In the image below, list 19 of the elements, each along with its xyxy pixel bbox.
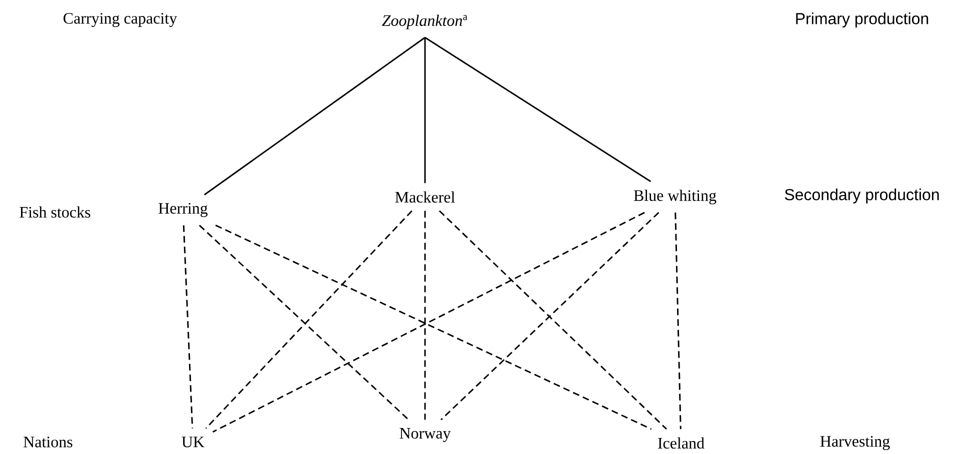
node-label: UK xyxy=(182,436,204,448)
connector-line xyxy=(674,212,682,430)
connector-line xyxy=(204,36,426,196)
node-label: Blue whiting xyxy=(634,190,716,204)
node-label: Zooplankton$^{a}$ xyxy=(382,14,468,30)
level-label: Carrying capacity xyxy=(64,12,178,28)
connector-line xyxy=(182,225,194,428)
node-label: Mackerel xyxy=(395,191,455,203)
level-label: Harvesting xyxy=(820,436,890,450)
node-label: Herring xyxy=(158,202,208,218)
level-label: Secondary production xyxy=(784,188,939,204)
level-label: Primary production xyxy=(796,12,928,28)
node-label: Norway xyxy=(400,428,451,442)
connector-line xyxy=(424,36,652,182)
node-label: Iceland xyxy=(658,437,704,449)
connector-line xyxy=(424,38,426,184)
level-label: Fish stocks xyxy=(20,206,90,218)
connector-line xyxy=(424,210,426,420)
level-label: Nations xyxy=(24,436,72,448)
